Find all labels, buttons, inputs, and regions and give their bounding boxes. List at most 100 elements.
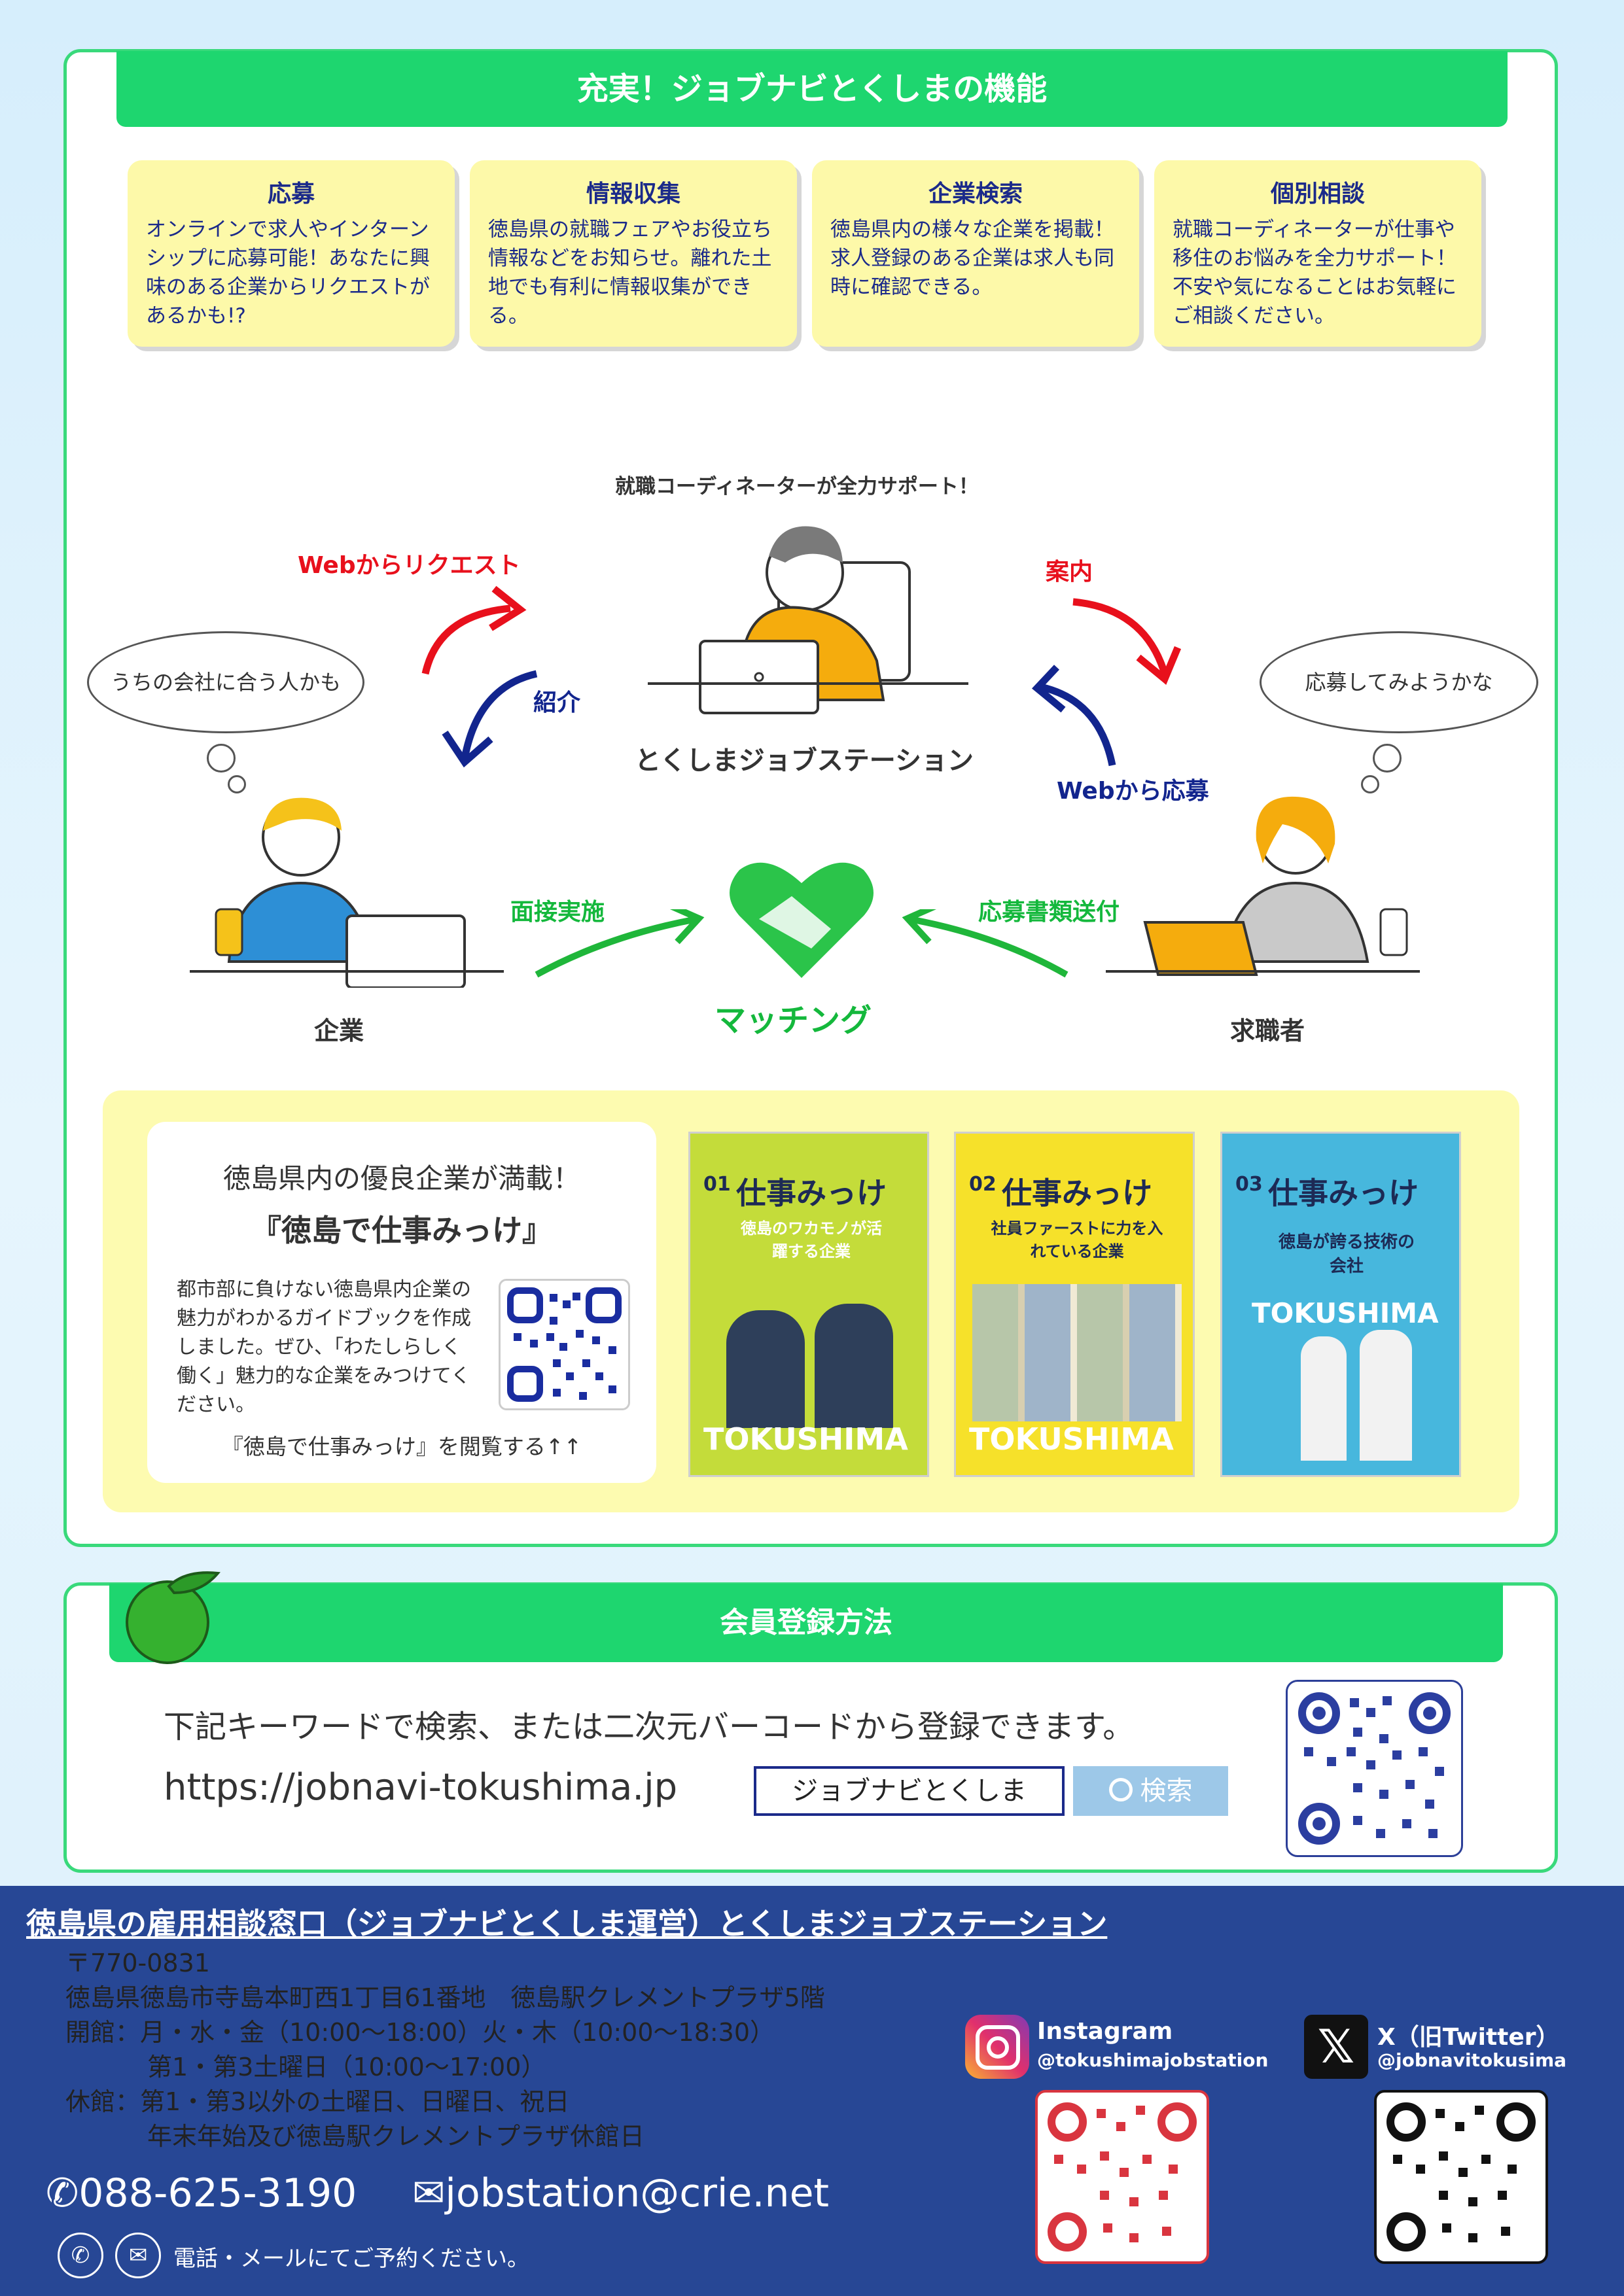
- company-thought: うちの会社に合う人かも: [110, 670, 341, 695]
- seeker-label: 求職者: [1230, 1017, 1305, 1045]
- company-thought-bubble: うちの会社に合う人かも: [87, 631, 364, 733]
- thought-dot: [228, 775, 246, 793]
- book-person-image: [1360, 1330, 1412, 1461]
- guidebook-qr-code[interactable]: [499, 1279, 630, 1410]
- phone-icon: ✆: [46, 2170, 79, 2216]
- coordinator-caption: 就職コーディネーターが全力サポート！: [615, 475, 979, 498]
- instagram-label: Instagram: [1037, 2018, 1173, 2045]
- feature-card-title: 個別相談: [1270, 181, 1365, 207]
- thought-dot: [1361, 775, 1379, 793]
- registration-instruction: 下記キーワードで検索、または二次元バーコードから登録できます。: [164, 1709, 1135, 1745]
- book-person-image: [1301, 1336, 1347, 1461]
- guidebook-vol02-cover[interactable]: 02 仕事みっけ 社員ファーストに力を入れている企業 TOKUSHIMA: [954, 1132, 1195, 1477]
- book-vol: 03: [1235, 1173, 1263, 1196]
- book-title: 仕事みっけ: [1268, 1175, 1419, 1211]
- book-title: 仕事みっけ: [1002, 1175, 1152, 1211]
- feature-card-info: 情報収集 徳島県の就職フェアやお役立ち情報などをお知らせ。離れた土地でも有利に情…: [470, 160, 797, 347]
- handshake-heart-icon: [730, 862, 874, 978]
- seeker-thought: 応募してみようかな: [1305, 670, 1493, 695]
- phone-contact[interactable]: ✆088-625-3190: [46, 2170, 357, 2216]
- features-title: 充実！ジョブナビとくしまの機能: [116, 51, 1508, 127]
- coordinator-illustration: [648, 526, 968, 714]
- postal-code: 〒770-0831: [65, 1949, 210, 1977]
- email-address: jobstation@crie.net: [445, 2170, 830, 2216]
- feature-card-body: 徳島県内の様々な企業を掲載！求人登録のある企業は求人も同時に確認できる。: [830, 218, 1114, 299]
- thought-dot: [207, 744, 236, 773]
- instagram-qr-code[interactable]: [1035, 2090, 1209, 2264]
- guidebook-headline: 徳島県内の優良企業が満載！: [222, 1162, 580, 1194]
- sudachi-icon: [126, 1571, 221, 1664]
- feature-card-title: 情報収集: [586, 181, 680, 207]
- guidebook-vol03-cover[interactable]: 03 仕事みっけ 徳島が誇る技術の会社 TOKUSHIMA: [1220, 1132, 1461, 1477]
- feature-card-apply: 応募 オンラインで求人やインターンシップに応募可能！あなたに興味のある企業からリ…: [128, 160, 455, 347]
- book-vol: 01: [703, 1173, 731, 1196]
- matching-label: マッチング: [715, 1002, 872, 1039]
- registration-qr-code[interactable]: [1286, 1680, 1463, 1857]
- phone-number: 088-625-3190: [79, 2170, 357, 2216]
- opening-hours-sat: 第1・第3土曜日（10:00～17:00）: [147, 2053, 546, 2081]
- closed-days-extra: 年末年始及び徳島駅クレメントプラザ休館日: [147, 2122, 645, 2151]
- book-subtitle: 徳島のワカモノが活躍する企業: [741, 1219, 882, 1261]
- guide-arrow: [1072, 598, 1182, 685]
- web-request-label: Webからリクエスト: [298, 552, 521, 579]
- search-icon: [1108, 1778, 1133, 1801]
- feature-card-body: 就職コーディネーターが仕事や移住のお悩みを全力サポート！不安や気になることはお気…: [1173, 218, 1456, 328]
- book-vol: 02: [969, 1173, 997, 1196]
- company-label: 企業: [314, 1017, 364, 1045]
- introduce-arrow: [442, 670, 538, 768]
- guidebook-title: 『徳島で仕事みっけ』: [251, 1213, 552, 1248]
- registration-title: 会員登録方法: [109, 1584, 1503, 1662]
- feature-card-consult: 個別相談 就職コーディネーターが仕事や移住のお悩みを全力サポート！不安や気になる…: [1154, 160, 1481, 347]
- station-label: とくしまジョブステーション: [635, 746, 974, 776]
- footer: [0, 1886, 1624, 2296]
- seeker-thought-bubble: 応募してみようかな: [1260, 631, 1538, 733]
- book-person-image: [815, 1304, 893, 1428]
- feature-card-search: 企業検索 徳島県内の様々な企業を掲載！求人登録のある企業は求人も同時に確認できる…: [812, 160, 1139, 347]
- x-handle[interactable]: @jobnavitokusima: [1377, 2049, 1567, 2071]
- phone-circle-icon: ✆: [58, 2233, 103, 2278]
- web-request-arrow: [421, 585, 527, 675]
- book-photo-collage: [972, 1284, 1182, 1421]
- mail-icon: ✉: [412, 2170, 446, 2216]
- feature-card-title: 応募: [267, 181, 315, 207]
- search-button[interactable]: 検索: [1073, 1766, 1228, 1816]
- closed-days: 休館：第1・第3以外の土曜日、日曜日、祝日: [65, 2087, 570, 2116]
- interview-arrow: [535, 909, 705, 978]
- mail-circle-icon: ✉: [115, 2233, 161, 2278]
- opening-hours: 開館：月・水・金（10:00～18:00）火・木（10:00～18:30）: [65, 2018, 775, 2047]
- guide-label: 案内: [1046, 559, 1093, 585]
- web-apply-arrow: [1031, 665, 1116, 767]
- reserve-note: 電話・メールにてご予約ください。: [173, 2246, 529, 2272]
- feature-card-title: 企業検索: [928, 181, 1023, 207]
- search-button-label: 検索: [1140, 1776, 1193, 1806]
- search-keyword-input[interactable]: ジョブナビとくしま: [754, 1766, 1065, 1816]
- feature-card-body: 徳島県の就職フェアやお役立ち情報などをお知らせ。離れた土地でも有利に情報収集がで…: [488, 218, 772, 328]
- introduce-label: 紹介: [533, 689, 581, 716]
- seeker-illustration: [1106, 796, 1420, 976]
- send-docs-label: 応募書類送付: [978, 899, 1120, 926]
- send-docs-arrow: [902, 909, 1068, 978]
- guidebook-link[interactable]: 『徳島で仕事みっけ』を閲覧する↑↑: [221, 1434, 582, 1459]
- footer-heading: 徳島県の雇用相談窓口（ジョブナビとくしま運営）とくしまジョブステーション: [26, 1906, 1108, 1941]
- instagram-handle[interactable]: @tokushimajobstation: [1037, 2049, 1269, 2071]
- book-subtitle: 社員ファーストに力を入れている企業: [991, 1219, 1163, 1261]
- book-person-image: [726, 1310, 805, 1428]
- instagram-icon[interactable]: [965, 2015, 1029, 2079]
- company-illustration: [190, 797, 504, 988]
- guidebook-body: 都市部に負けない徳島県内企業の魅力がわかるガイドブックを作成しました。ぜひ、「わ…: [177, 1278, 471, 1416]
- x-icon[interactable]: 𝕏: [1304, 2015, 1368, 2079]
- address: 徳島県徳島市寺島本町西1丁目61番地 徳島駅クレメントプラザ5階: [65, 1983, 825, 2012]
- book-word: TOKUSHIMA: [1252, 1297, 1439, 1329]
- book-title: 仕事みっけ: [736, 1175, 887, 1211]
- book-subtitle: 徳島が誇る技術の会社: [1278, 1232, 1415, 1276]
- book-word: TOKUSHIMA: [969, 1421, 1174, 1457]
- thought-dot: [1373, 744, 1402, 773]
- x-qr-code[interactable]: [1374, 2090, 1548, 2264]
- registration-url[interactable]: https://jobnavi-tokushima.jp: [164, 1766, 678, 1809]
- email-contact[interactable]: ✉jobstation@crie.net: [412, 2170, 829, 2216]
- feature-card-body: オンラインで求人やインターンシップに応募可能！あなたに興味のある企業からリクエス…: [146, 218, 430, 328]
- interview-label: 面接実施: [510, 899, 605, 926]
- guidebook-vol01-cover[interactable]: 01 仕事みっけ 徳島のワカモノが活躍する企業 TOKUSHIMA: [688, 1132, 929, 1477]
- book-word: TOKUSHIMA: [703, 1421, 908, 1457]
- x-label: X（旧Twitter）: [1377, 2024, 1560, 2051]
